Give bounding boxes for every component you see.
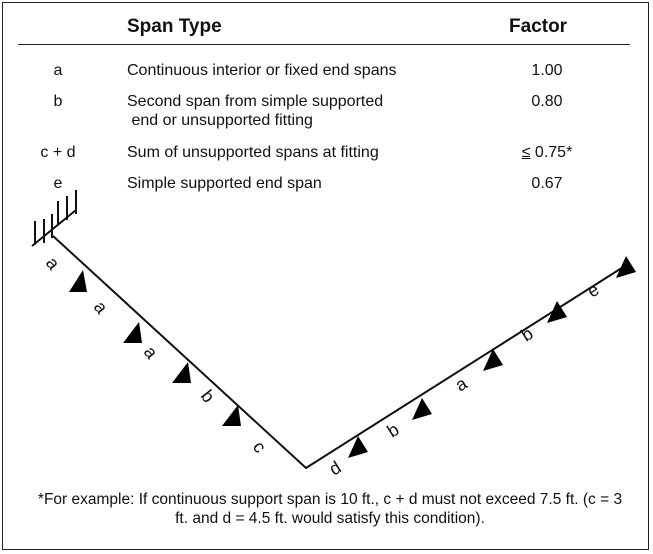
row-b-factor: 0.80 (531, 93, 563, 110)
row-e-factor: 0.67 (531, 175, 563, 192)
support-triangle (348, 436, 368, 458)
header-rule (18, 44, 630, 45)
row-b-description: Second span from simple supported end or… (127, 93, 384, 129)
row-a-factor: 1.00 (531, 62, 563, 79)
right-span-label: b (518, 323, 537, 345)
row-e-description: Simple supported end span (127, 175, 322, 192)
right-span-label: a (452, 373, 472, 396)
support-triangle (616, 256, 636, 278)
row-cd-letter: c + d (40, 144, 76, 161)
less-equal-symbol: ≤ (521, 144, 531, 161)
support-triangle (547, 301, 567, 323)
support-triangle (123, 322, 142, 343)
right-span-label: d (326, 457, 345, 479)
left-span-label: a (140, 342, 163, 363)
row-a-description: Continuous interior or fixed end spans (127, 62, 397, 79)
support-triangle (412, 398, 432, 420)
span-type-header: Span Type (127, 16, 222, 37)
support-triangle (172, 362, 191, 383)
row-cd-factor-value: 0.75* (530, 144, 573, 161)
support-triangle (69, 270, 87, 292)
left-span-label: a (90, 297, 113, 318)
footnote: *For example: If continuous support span… (37, 491, 623, 527)
left-span-label: b (197, 386, 219, 406)
row-cd-description: Sum of unsupported spans at fitting (127, 144, 379, 161)
factor-header: Factor (509, 16, 568, 37)
support-triangle (222, 405, 241, 426)
left-span-label: a (42, 253, 65, 274)
row-cd-factor: ≤ 0.75* (488, 143, 606, 162)
row-e-letter: e (53, 175, 63, 192)
left-span-label: c (249, 437, 270, 456)
row-a-letter: a (53, 62, 63, 79)
fixed-end-hatch (31, 190, 77, 247)
right-span-label: b (384, 419, 403, 441)
pipe-line (52, 235, 629, 470)
support-triangle (483, 349, 503, 371)
row-b-letter: b (53, 93, 63, 110)
